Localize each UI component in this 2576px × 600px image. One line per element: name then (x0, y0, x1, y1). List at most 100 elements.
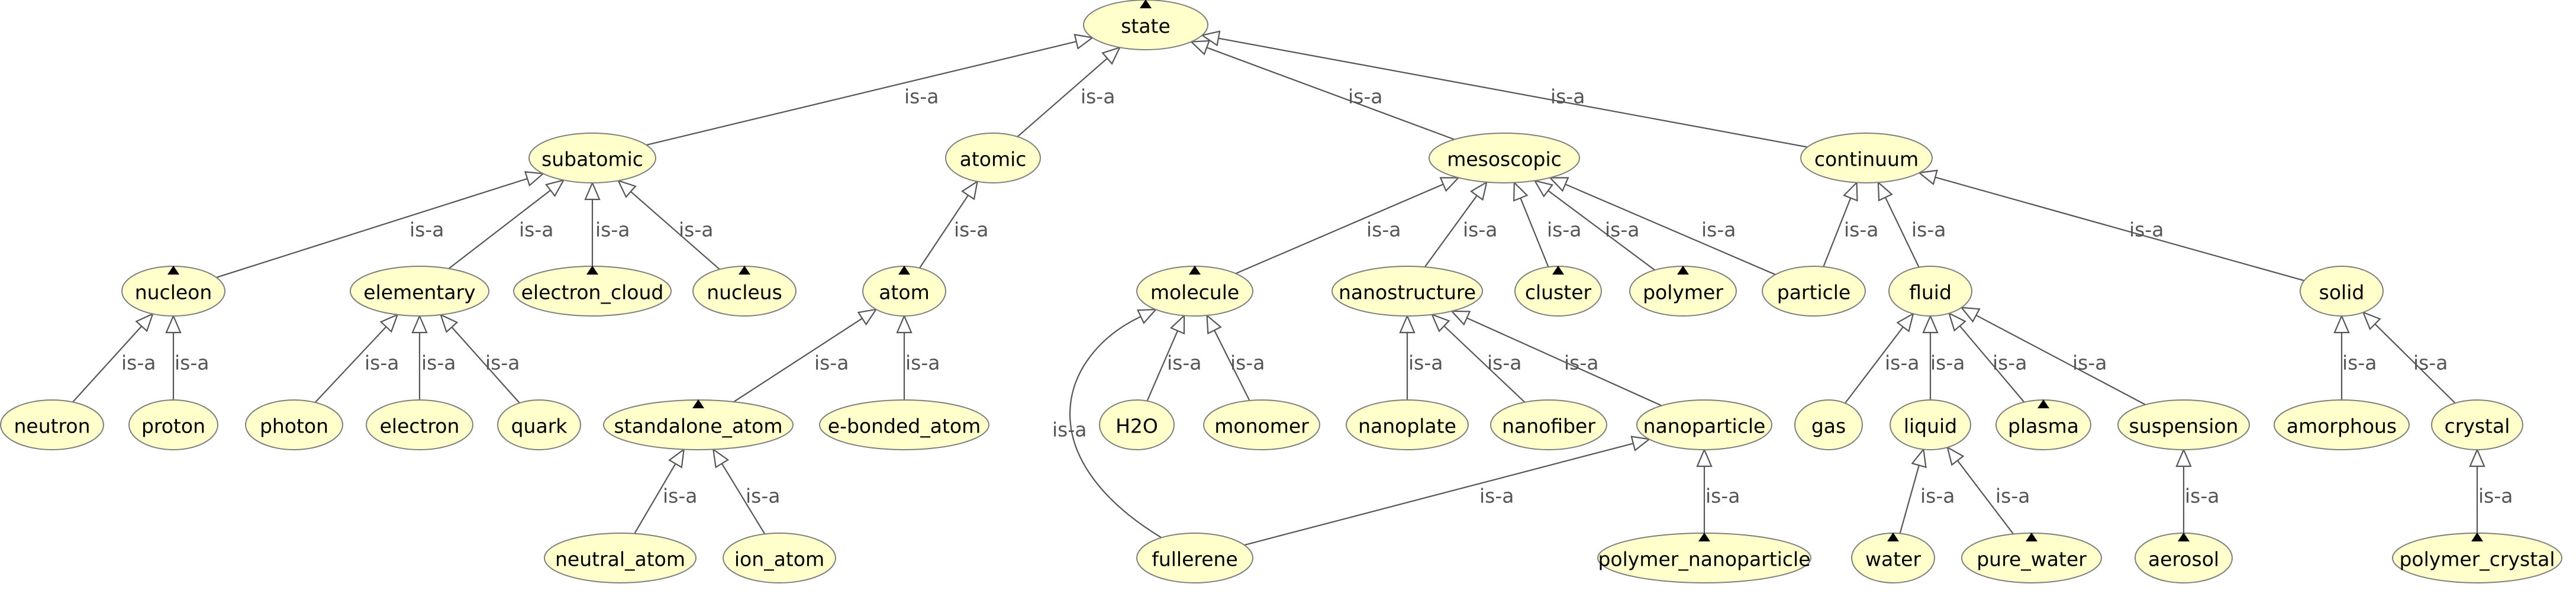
node-label: nanofiber (1502, 415, 1595, 438)
edge-line (1884, 197, 1920, 268)
node-label: elementary (363, 281, 475, 304)
edge-fullerene-to-nanoparticle: is-a (1244, 436, 1651, 546)
edge-line (1214, 330, 1250, 401)
node-label: aerosol (2148, 548, 2219, 571)
edge-crystal-to-solid: is-a (2362, 311, 2456, 404)
edge-H2O-to-molecule: is-a (1146, 314, 1202, 402)
edge-label: is-a (679, 218, 714, 241)
node-nanoplate: nanoplate (1346, 399, 1469, 450)
node-pure_water: pure_water (1961, 533, 2102, 583)
edge-line (1424, 195, 1478, 267)
edge-standalone_atom-to-atom: is-a (733, 308, 878, 402)
node-monomer: monomer (1203, 399, 1320, 450)
edge-line (1218, 37, 1808, 148)
hollow-triangle-arrowhead-icon (2469, 448, 2485, 467)
node-ellipse (2300, 266, 2384, 317)
node-ellipse (723, 533, 836, 583)
edge-label: is-a (2185, 485, 2220, 508)
edge-label: is-a (1920, 485, 1955, 508)
node-label: neutral_atom (555, 548, 685, 571)
edge-pure_water-to-liquid: is-a (1946, 446, 2030, 535)
edge-label: is-a (421, 351, 456, 375)
expand-triangle-icon (1887, 533, 1899, 541)
node-electron: electron (366, 399, 473, 450)
node-proton: proton (128, 399, 218, 450)
expand-triangle-icon (692, 399, 704, 408)
edge-polymer-to-mesoscopic: is-a (1533, 179, 1655, 271)
node-ellipse (497, 399, 581, 450)
edge-label: is-a (1885, 351, 1920, 375)
edge-mesoscopic-to-state: is-a (1189, 40, 1455, 140)
edge-line (1845, 326, 1904, 404)
node-elementary: elementary (350, 266, 489, 317)
node-label: fluid (1909, 281, 1952, 304)
node-gas: gas (1794, 399, 1863, 450)
expand-triangle-icon (1698, 533, 1710, 541)
expand-triangle-icon (1677, 266, 1689, 275)
expand-triangle-icon (1140, 0, 1152, 8)
edge-line (448, 189, 551, 269)
edge-line (1565, 183, 1776, 276)
edge-gas-to-fluid: is-a (1845, 312, 1920, 404)
hollow-triangle-arrowhead-icon (1843, 180, 1858, 202)
node-label: polymer_nanoparticle (1598, 548, 1810, 571)
hollow-triangle-arrowhead-icon (1399, 314, 1416, 334)
node-label: H2O (1115, 415, 1158, 438)
edge-line (721, 463, 766, 535)
hollow-triangle-arrowhead-icon (584, 181, 601, 201)
hollow-triangle-arrowhead-icon (1430, 313, 1450, 333)
hollow-triangle-arrowhead-icon (1946, 446, 1965, 466)
edge-label: is-a (1605, 218, 1640, 241)
node-mesoscopic: mesoscopic (1429, 133, 1580, 183)
node-label: gas (1811, 415, 1846, 438)
hollow-triangle-arrowhead-icon (1439, 177, 1461, 192)
node-continuum: continuum (1800, 133, 1933, 183)
node-ellipse (1794, 399, 1863, 450)
edge-label: is-a (2342, 351, 2377, 375)
expand-triangle-icon (1552, 266, 1564, 275)
edge-line (1823, 198, 1852, 267)
hollow-triangle-arrowhead-icon (712, 448, 730, 469)
edge-nucleon-to-subatomic: is-a (216, 171, 545, 278)
edge-neutral_atom-to-standalone_atom: is-a (634, 448, 698, 534)
node-ellipse (1346, 399, 1469, 450)
edge-nucleus-to-subatomic: is-a (617, 179, 720, 270)
hollow-triangle-arrowhead-icon (165, 314, 182, 334)
edge-fluid-to-continuum: is-a (1877, 180, 1946, 268)
edge-line (72, 325, 143, 403)
node-label: photon (260, 415, 328, 438)
node-label: polymer (1643, 281, 1723, 304)
edge-label: is-a (519, 218, 554, 241)
hollow-triangle-arrowhead-icon (1450, 310, 1471, 326)
node-fluid: fluid (1888, 266, 1972, 317)
edge-label: is-a (1408, 351, 1443, 375)
edge-label: is-a (905, 351, 940, 375)
hollow-triangle-arrowhead-icon (2333, 314, 2350, 334)
node-crystal: crystal (2431, 399, 2523, 450)
hollow-triangle-arrowhead-icon (379, 313, 399, 333)
node-state: state (1083, 0, 1208, 50)
hollow-triangle-arrowhead-icon (1548, 177, 1569, 192)
hollow-triangle-arrowhead-icon (1136, 308, 1158, 324)
node-ellipse (128, 399, 218, 450)
edge-continuum-to-state: is-a (1200, 30, 1808, 148)
edge-monomer-to-molecule: is-a (1206, 314, 1265, 401)
edge-line (634, 463, 676, 534)
edge-label: is-a (485, 351, 520, 375)
node-label: neutron (14, 415, 90, 438)
hollow-triangle-arrowhead-icon (961, 180, 979, 201)
edge-line (1206, 47, 1455, 140)
node-polymer: polymer (1629, 266, 1737, 317)
edge-line (1956, 460, 2014, 535)
edge-line (1959, 325, 2025, 403)
node-ellipse (1203, 399, 1320, 450)
expand-triangle-icon (2026, 533, 2037, 541)
node-polymer_crystal: polymer_crystal (2392, 533, 2562, 583)
node-ellipse (945, 133, 1041, 183)
edge-e-bonded_atom-to-atom: is-a (896, 314, 940, 400)
edge-ion_atom-to-standalone_atom: is-a (712, 448, 781, 535)
hollow-triangle-arrowhead-icon (1189, 40, 1210, 56)
node-nanostructure: nanostructure (1331, 266, 1483, 317)
edge-electron_cloud-to-subatomic: is-a (584, 181, 630, 266)
node-ellipse (528, 133, 656, 183)
